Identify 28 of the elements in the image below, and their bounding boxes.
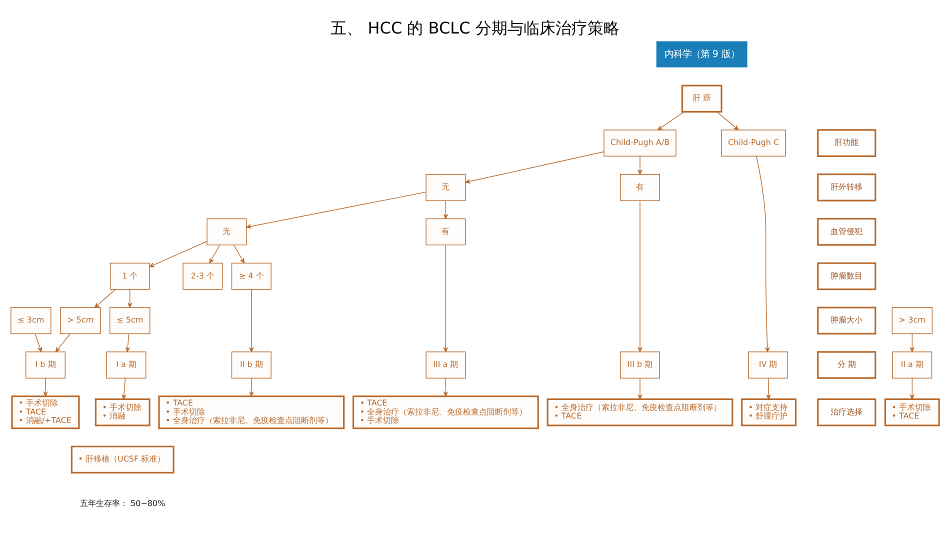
arrow: [128, 289, 132, 308]
arrow: [756, 156, 770, 352]
arrow: [249, 378, 254, 396]
arrow: [910, 333, 914, 352]
arrow: [638, 200, 642, 352]
arrow: [43, 378, 48, 396]
arrow: [716, 111, 739, 130]
arrow: [233, 244, 245, 264]
arrow: [125, 333, 130, 352]
arrow: [657, 111, 684, 130]
arrow: [122, 378, 126, 400]
arrow: [94, 289, 116, 308]
arrow: [149, 241, 208, 268]
arrow: [443, 378, 448, 396]
arrow: [766, 378, 771, 400]
arrow: [209, 244, 220, 264]
label: 内科学（第 9 版）: [664, 48, 740, 60]
arrow: [443, 200, 448, 219]
arrow: [910, 378, 914, 400]
arrow: [249, 289, 254, 352]
arrow: [443, 244, 448, 352]
arrow: [465, 151, 604, 184]
arrow: [246, 192, 426, 229]
arrow: [638, 378, 642, 400]
arrow: [638, 156, 642, 175]
arrow: [55, 333, 71, 352]
diagram-title: 五、 HCC 的 BCLC 分期与临床治疗策略: [330, 18, 620, 38]
arrow: [34, 333, 42, 352]
